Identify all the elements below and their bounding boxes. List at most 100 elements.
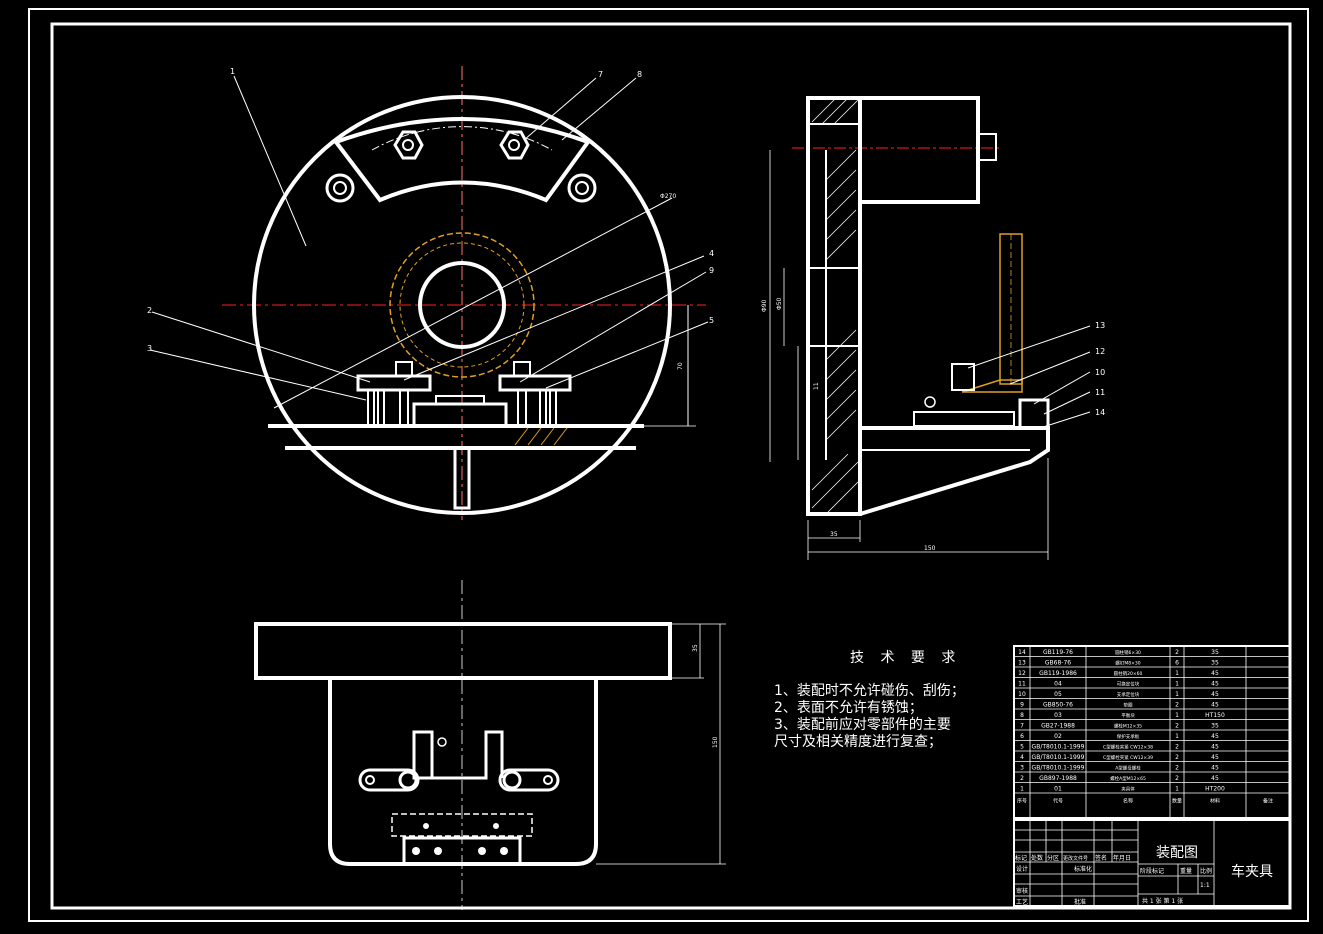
dim-35-side: 35 xyxy=(830,531,838,538)
requirement-1: 1、装配时不允许碰伤、刮伤； xyxy=(774,683,965,699)
bom-cell-qty: 2 xyxy=(1175,765,1179,772)
dim-dia90: Φ90 xyxy=(761,299,768,312)
bom-cell-name: A型螺母螺栓 xyxy=(1115,765,1141,772)
bom-header-no: 序号 xyxy=(1017,798,1027,805)
bom-cell-mat: 45 xyxy=(1211,691,1219,698)
bom-cell-mat: 45 xyxy=(1211,681,1219,688)
bom-cell-mat: 45 xyxy=(1211,702,1219,709)
bom-cell-mat: 45 xyxy=(1211,670,1219,677)
requirements-title: 技 术 要 求 xyxy=(850,650,962,666)
bom-cell-no: 11 xyxy=(1018,681,1026,688)
bom-cell-name: 夹具体 xyxy=(1121,786,1135,793)
bom-cell-qty: 2 xyxy=(1175,702,1179,709)
bom-cell-no: 8 xyxy=(1020,712,1024,719)
dim-dia270: Φ270 xyxy=(660,193,676,200)
sheet-count: 共 1 张 第 1 张 xyxy=(1142,897,1183,905)
dim-11: 11 xyxy=(813,382,820,390)
bom-header-name: 名称 xyxy=(1123,798,1133,805)
bom-cell-name: 螺栓A型M12×65 xyxy=(1110,775,1146,782)
top-view: 35 150 xyxy=(254,580,726,910)
inner-frame xyxy=(50,22,1292,910)
leader-1: 1 xyxy=(230,67,235,76)
bom-cell-no: 5 xyxy=(1020,744,1024,751)
leader-7: 7 xyxy=(598,70,603,79)
leader-12: 12 xyxy=(1095,347,1105,356)
dim-70: 70 xyxy=(677,362,684,370)
bom-cell-code: GB27-1988 xyxy=(1041,723,1075,730)
bom-cell-no: 2 xyxy=(1020,775,1024,782)
bom-cell-qty: 2 xyxy=(1175,744,1179,751)
bom-cell-code: 01 xyxy=(1054,786,1062,793)
bom-cell-no: 9 xyxy=(1020,702,1024,709)
bom-cell-qty: 2 xyxy=(1175,723,1179,730)
bom-cell-name: 圆柱销20×60 xyxy=(1114,670,1143,677)
bom-cell-name: 垫圈 xyxy=(1124,702,1133,709)
front-view: 1 7 8 2 3 4 9 5 Φ270 70 xyxy=(147,66,714,520)
bom-cell-mat: 35 xyxy=(1211,660,1219,667)
bom-cell-qty: 2 xyxy=(1175,754,1179,761)
bom-cell-qty: 1 xyxy=(1175,670,1179,677)
bom-header-mat: 材料 xyxy=(1210,798,1220,805)
leader-14: 14 xyxy=(1095,408,1105,417)
bom-cell-name: C型螺栓夹紧 CW12×39 xyxy=(1103,754,1153,761)
drawing-name: 装配图 xyxy=(1156,845,1198,861)
scale-label: 比例 xyxy=(1200,867,1212,875)
bom-cell-code: GB897-1988 xyxy=(1039,775,1077,782)
bom-cell-name: 螺栓M12×35 xyxy=(1114,723,1142,730)
bom-cell-qty: 6 xyxy=(1175,660,1179,667)
bom-cell-qty: 1 xyxy=(1175,786,1179,793)
leader-8: 8 xyxy=(637,70,642,79)
rev-label-1: 处数 xyxy=(1031,854,1043,862)
requirement-3: 3、装配前应对零部件的主要 xyxy=(774,717,951,733)
dim-35-top: 35 xyxy=(692,644,699,652)
side-view: 35 150 Φ90 Φ50 11 13 12 10 11 14 xyxy=(761,96,1105,560)
rev-label-5: 年月日 xyxy=(1113,854,1131,862)
role-design: 设计 xyxy=(1016,865,1028,873)
bom-cell-mat: 35 xyxy=(1211,649,1219,656)
scale-value: 1:1 xyxy=(1200,882,1210,889)
rev-label-4: 签名 xyxy=(1095,854,1107,862)
bom-cell-code: GB119-76 xyxy=(1043,649,1073,656)
bom-cell-name: 圆柱销6×30 xyxy=(1115,649,1141,656)
bom-cell-name: 保护支承板 xyxy=(1117,733,1140,740)
bom-cell-no: 3 xyxy=(1020,765,1024,772)
bom-cell-mat: HT150 xyxy=(1205,712,1225,719)
part-name: 车夹具 xyxy=(1231,863,1273,880)
requirement-4: 尺寸及相关精度进行复查； xyxy=(774,734,942,750)
requirement-2: 2、表面不允许有锈蚀； xyxy=(774,700,923,716)
bom-cell-code: GB850-76 xyxy=(1043,702,1073,709)
weight-label: 重量 xyxy=(1180,867,1192,875)
bom-cell-no: 7 xyxy=(1020,723,1024,730)
bom-header-qty: 数量 xyxy=(1172,798,1182,805)
leader-2: 2 xyxy=(147,306,152,315)
bom-cell-code: 05 xyxy=(1054,691,1062,698)
technical-requirements: 技 术 要 求 1、装配时不允许碰伤、刮伤； 2、表面不允许有锈蚀； 3、装配前… xyxy=(774,650,1004,751)
bom-cell-mat: 45 xyxy=(1211,754,1219,761)
leader-13: 13 xyxy=(1095,321,1105,330)
bom-cell-name: 可换定位块 xyxy=(1117,681,1140,688)
bom-cell-mat: 45 xyxy=(1211,765,1219,772)
outer-frame xyxy=(28,8,1309,922)
bom-cell-code: GB/T8010.1-1999 xyxy=(1032,765,1085,772)
bom-cell-qty: 2 xyxy=(1175,775,1179,782)
role-process: 工艺 xyxy=(1016,898,1028,906)
bom-cell-code: GB/T8010.1-1999 xyxy=(1032,744,1085,751)
leader-11: 11 xyxy=(1095,388,1105,397)
leader-9: 9 xyxy=(709,266,714,275)
bom-cell-code: 02 xyxy=(1054,733,1062,740)
role-approve: 批准 xyxy=(1074,898,1086,906)
bom-cell-no: 13 xyxy=(1018,660,1026,667)
leader-5: 5 xyxy=(709,316,714,325)
role-review: 审核 xyxy=(1016,887,1028,895)
title-block: 装配图 车夹具 标记 处数 分区 更改文件号 签名 年月日 设计 审核 工艺 标… xyxy=(1013,819,1291,907)
leader-4: 4 xyxy=(709,249,714,258)
bom-cell-code: 04 xyxy=(1054,681,1062,688)
bom-cell-name: C型螺栓夹紧 CW12×38 xyxy=(1103,744,1153,751)
leader-10: 10 xyxy=(1095,368,1105,377)
bom-cell-code: GB68-76 xyxy=(1045,660,1071,667)
bom-cell-no: 12 xyxy=(1018,670,1026,677)
bom-cell-mat: 45 xyxy=(1211,733,1219,740)
bom-cell-no: 6 xyxy=(1020,733,1024,740)
